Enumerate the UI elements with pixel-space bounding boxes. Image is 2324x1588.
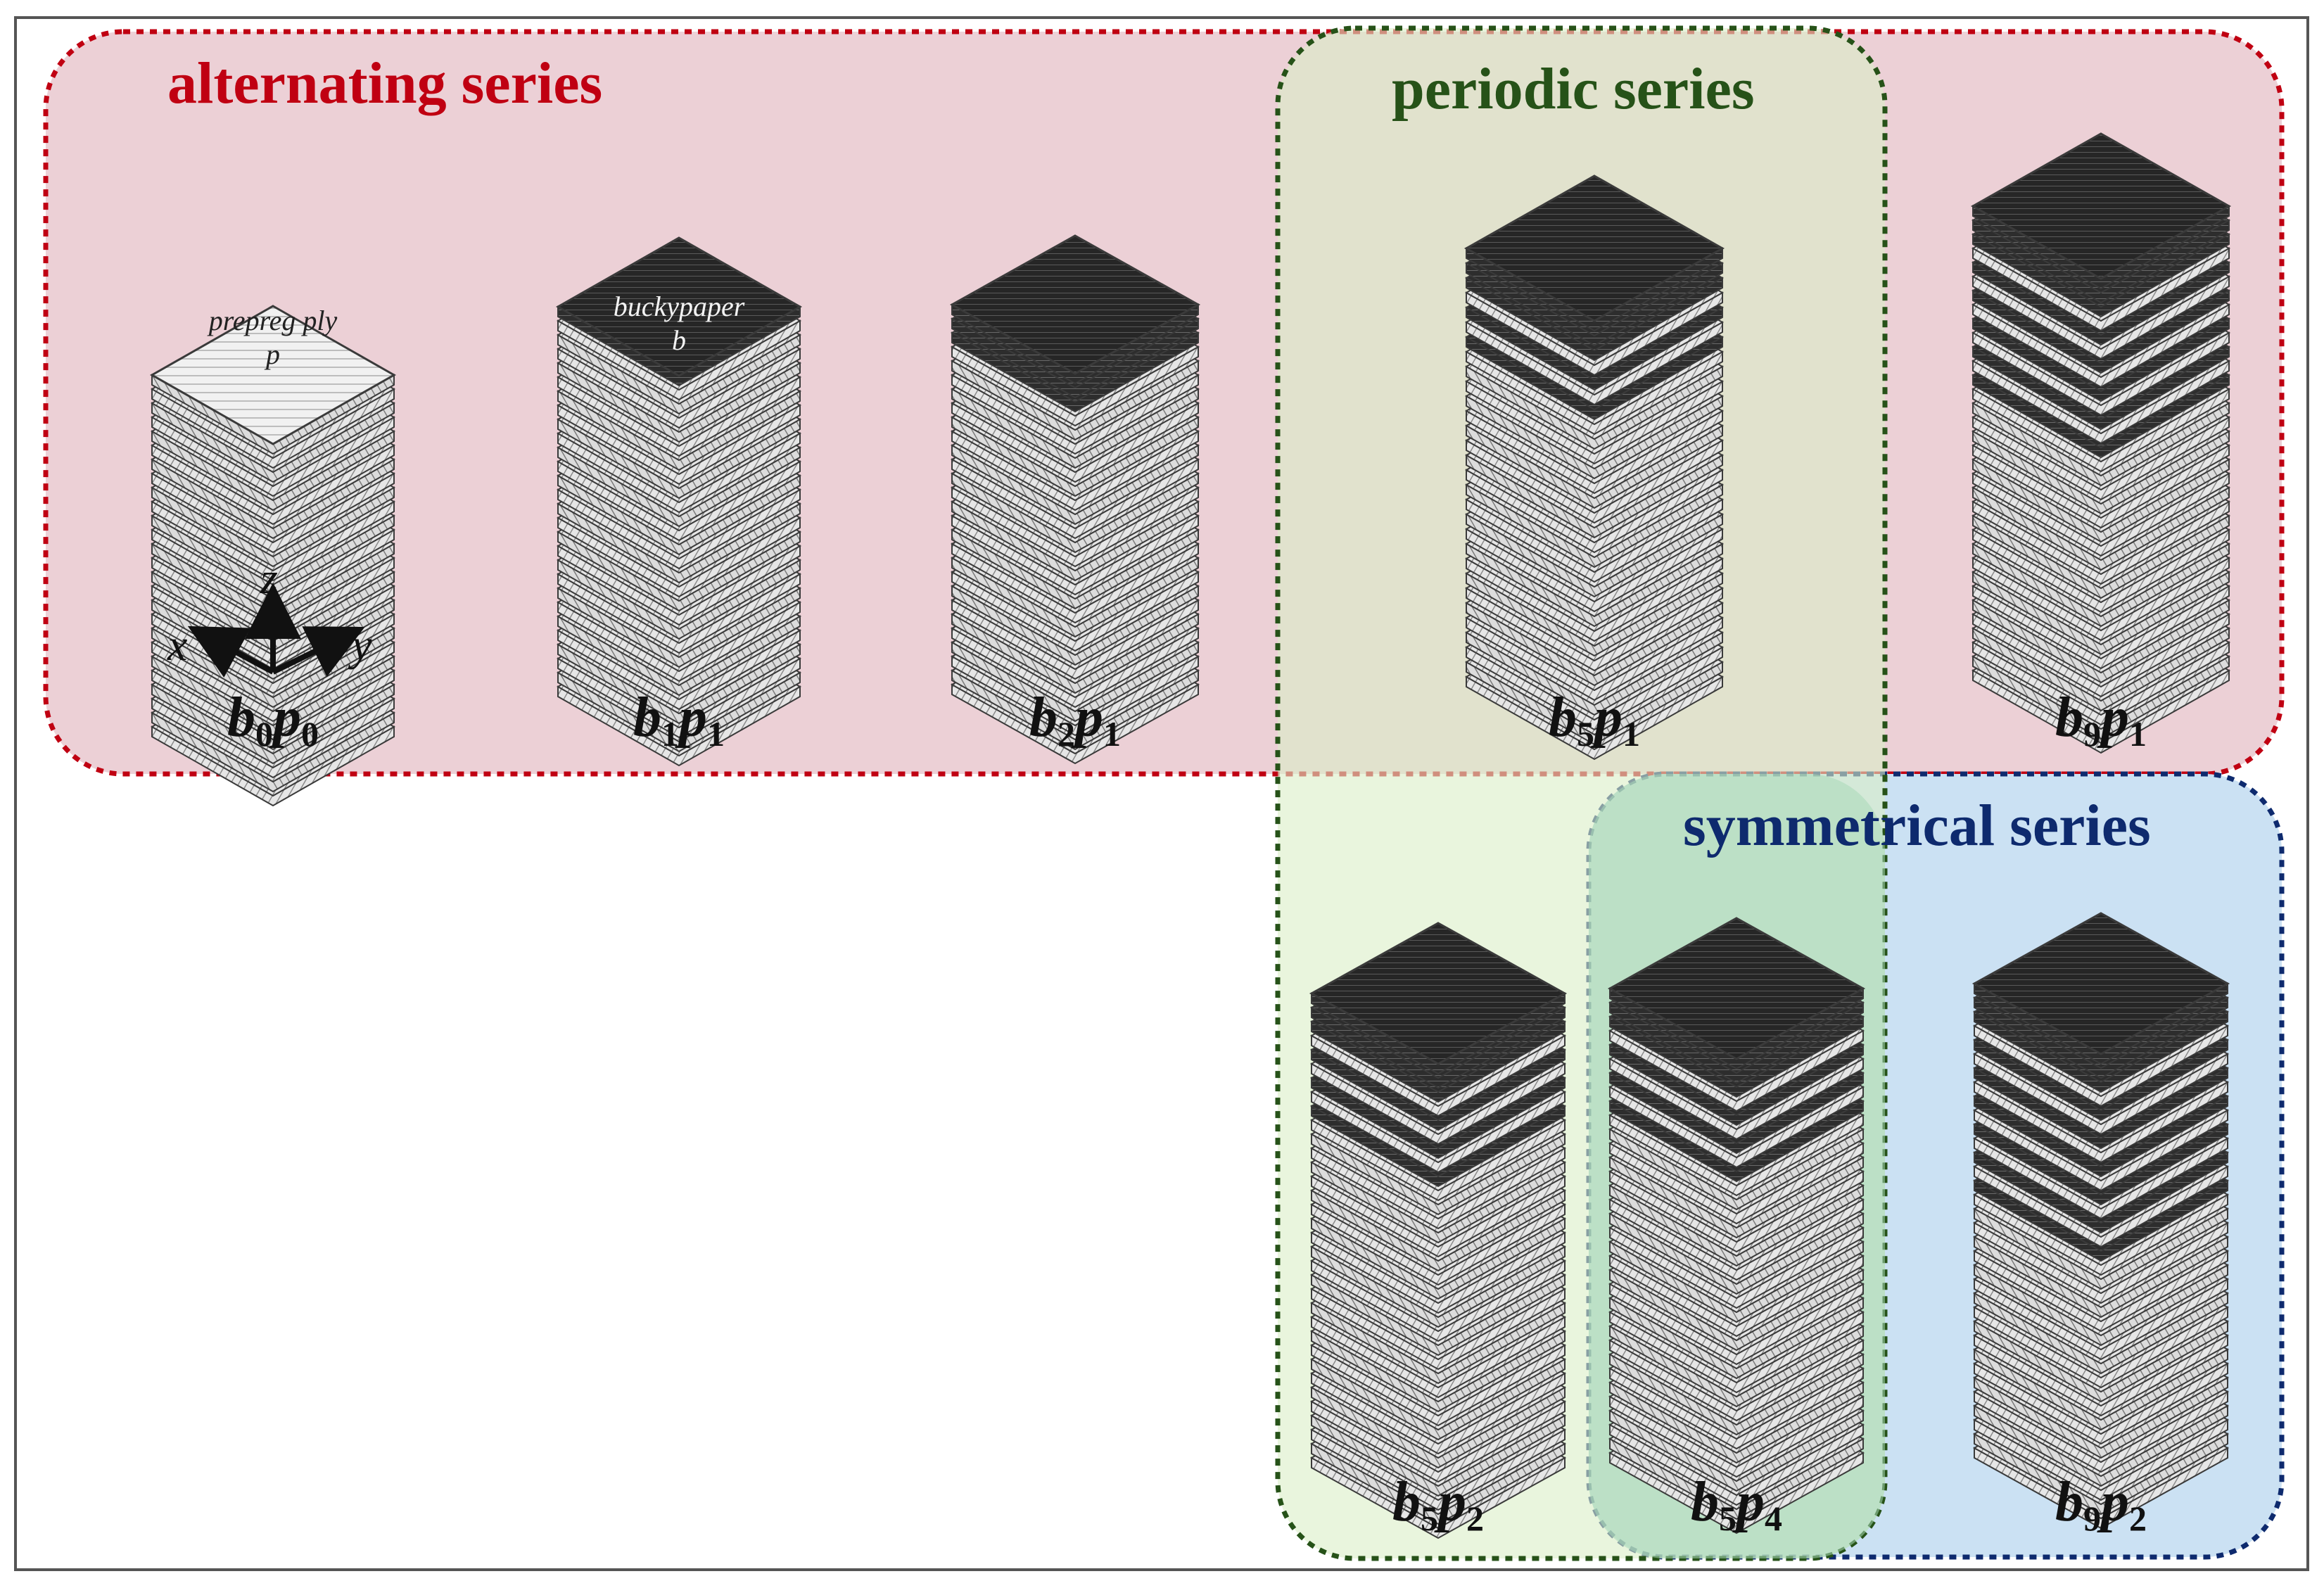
title-symmetrical-series: symmetrical series — [1683, 793, 2151, 858]
stack-top-face — [1463, 174, 1725, 322]
ply-stack-b1p1 — [555, 236, 803, 767]
stack-top-face — [555, 236, 803, 377]
label-b2p1: b2p1 — [1029, 687, 1121, 754]
stack-top-face — [949, 234, 1201, 375]
label-b9p2: b9p2 — [2055, 1471, 2147, 1538]
axis-label-z: z — [260, 553, 278, 603]
ply-stack-b9p1 — [1970, 132, 2232, 754]
buckypaper-annotation: buckypaper b — [614, 290, 745, 357]
ply-stack-b5p1 — [1463, 174, 1725, 761]
title-alternating-series: alternating series — [167, 51, 603, 116]
ply-stack-b5p2 — [1309, 922, 1568, 1539]
prepreg-ply-label: prepreg ply — [208, 305, 338, 336]
label-b5p4: b5p4 — [1691, 1471, 1782, 1538]
axis-triad — [187, 583, 365, 678]
label-b9p1: b9p1 — [2055, 687, 2147, 754]
stack-top-face — [1309, 922, 1568, 1065]
label-b1p1: b1p1 — [633, 687, 725, 754]
axis-label-x: x — [167, 620, 188, 670]
label-b0p0: b0p0 — [227, 687, 319, 754]
stack-top-face — [1970, 132, 2232, 280]
stack-top-face — [149, 305, 397, 445]
x-axis-arrow — [187, 625, 274, 678]
prepreg-ply-annotation: prepreg ply p — [209, 304, 338, 371]
label-b5p2: b5p2 — [1392, 1471, 1484, 1538]
buckypaper-symbol: b — [672, 324, 686, 356]
prepreg-ply-symbol: p — [265, 338, 280, 370]
outer-frame — [14, 16, 2309, 1571]
label-b5p1: b5p1 — [1549, 687, 1640, 754]
buckypaper-label: buckypaper — [613, 291, 745, 322]
axis-label-y: y — [352, 620, 372, 670]
y-axis-arrow — [272, 626, 365, 678]
stack-top-face — [1971, 912, 2230, 1055]
ply-stack-b2p1 — [949, 234, 1201, 765]
stack-top-face — [1607, 917, 1866, 1060]
title-periodic-series: periodic series — [1392, 56, 1755, 122]
stacks-layer — [149, 132, 2232, 1539]
ply-stack-b9p2 — [1971, 912, 2230, 1530]
ply-stack-b5p4 — [1607, 917, 1866, 1535]
